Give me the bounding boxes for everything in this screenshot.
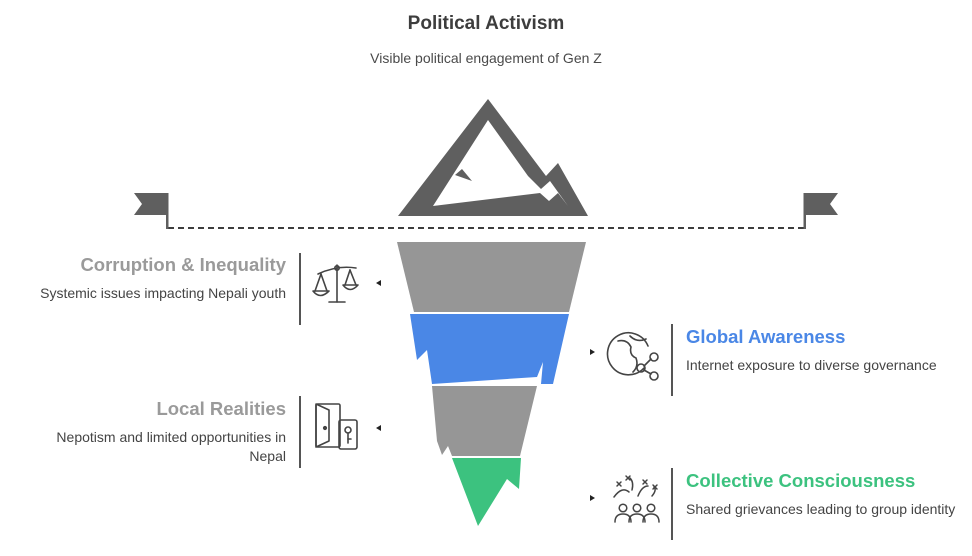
iceberg-layer-global — [410, 314, 569, 384]
door-key-icon — [315, 403, 358, 450]
divider-corruption — [299, 253, 301, 325]
divider-collective — [671, 468, 673, 540]
level-global: Global Awareness Internet exposure to di… — [686, 325, 956, 375]
left-flag-icon — [134, 193, 169, 229]
level-title: Collective Consciousness — [686, 470, 916, 491]
divider-local — [299, 396, 301, 468]
level-description: Internet exposure to diverse governance — [686, 357, 937, 373]
pointer-local — [376, 425, 381, 431]
group-strategy-icon — [613, 475, 660, 523]
level-description: Systemic issues impacting Nepali youth — [40, 285, 286, 301]
pointer-corruption — [376, 280, 381, 286]
level-corruption: Corruption & Inequality Systemic issues … — [30, 253, 286, 303]
level-title: Local Realities — [156, 398, 286, 419]
level-local: Local Realities Nepotism and limited opp… — [30, 397, 286, 466]
level-description: Shared grievances leading to group ident… — [686, 501, 956, 517]
level-collective: Collective Consciousness Shared grievanc… — [686, 469, 962, 519]
iceberg-layer-corruption — [397, 242, 586, 312]
pointer-global — [590, 349, 595, 355]
mountain-peak-icon — [398, 99, 588, 216]
divider-global — [671, 324, 673, 396]
level-title: Corruption & Inequality — [80, 254, 286, 275]
page-title: Political Activism — [407, 13, 565, 34]
pointer-collective — [590, 495, 595, 501]
iceberg-layer-local — [432, 386, 537, 456]
globe-share-icon — [606, 332, 659, 381]
iceberg-layer-collective — [452, 458, 521, 526]
top-description: Visible political engagement of Gen Z — [370, 50, 602, 66]
level-description: Nepotism and limited opportunities in Ne… — [56, 429, 286, 464]
balance-scale-icon — [312, 264, 359, 303]
right-flag-icon — [803, 193, 838, 229]
level-title: Global Awareness — [686, 326, 846, 347]
